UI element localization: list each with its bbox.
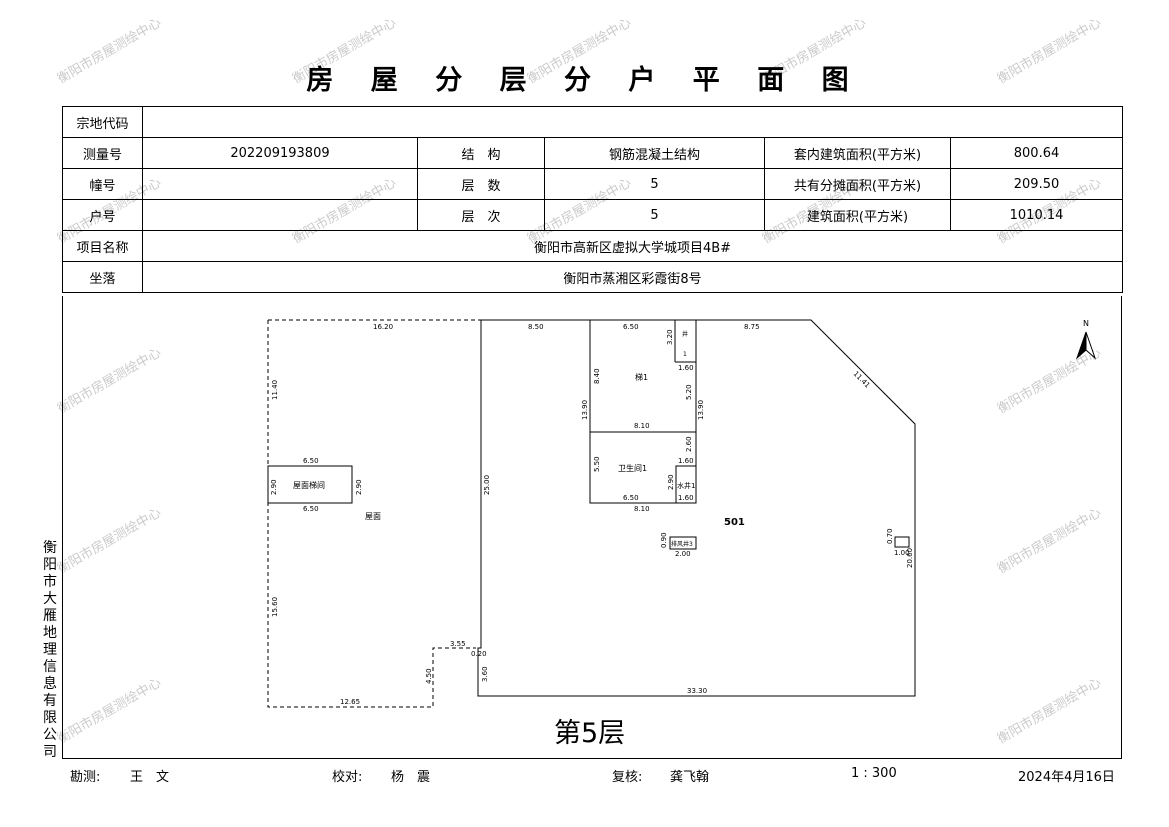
scale-label: 1 : 300	[851, 766, 897, 781]
table-row: 坐落 衡阳市蒸湘区彩霞街8号	[62, 261, 1124, 293]
unit-no-label: 户号	[62, 199, 143, 231]
room-label: 井	[682, 330, 688, 338]
location-label: 坐落	[62, 261, 143, 293]
page-title: 房 屋 分 层 分 户 平 面 图	[306, 65, 863, 96]
building-no-label: 幢号	[62, 168, 143, 200]
info-table: 宗地代码 测量号 202209193809 结 构 钢筋混凝土结构 套内建筑面积…	[62, 106, 1124, 293]
dim-label: 25.00	[483, 475, 491, 495]
dim-label: 2.90	[355, 479, 363, 495]
floor-label: 第5层	[554, 718, 625, 749]
table-row: 测量号 202209193809 结 构 钢筋混凝土结构 套内建筑面积(平方米)…	[62, 137, 1124, 169]
building-area-value: 1010.14	[949, 199, 1124, 231]
dim-label: 8.75	[744, 323, 760, 331]
dim-label: 3.20	[666, 329, 674, 345]
room-label: 屋面	[365, 512, 381, 521]
dim-label: 8.10	[634, 505, 650, 513]
dim-label: 1.00	[894, 549, 910, 557]
dim-label: 2.60	[685, 436, 693, 452]
parcel-code-label: 宗地代码	[62, 106, 143, 138]
building-outline	[477, 319, 916, 697]
floors-value: 5	[544, 168, 765, 200]
dim-label: 0.20	[471, 650, 487, 658]
shared-area-label: 共有分摊面积(平方米)	[764, 168, 951, 200]
unit-label: 501	[724, 517, 745, 528]
room-label: 1	[683, 351, 687, 358]
dim-label: 15.60	[271, 597, 279, 617]
room-label: 梯1	[635, 372, 648, 382]
dim-label: 0.90	[660, 532, 668, 548]
structure-label: 结 构	[417, 137, 545, 169]
dim-label: 13.90	[581, 400, 589, 420]
inner-area-label: 套内建筑面积(平方米)	[764, 137, 951, 169]
table-row: 宗地代码	[62, 106, 1124, 138]
room-label: 屋面梯间	[293, 480, 325, 490]
building-area-label: 建筑面积(平方米)	[764, 199, 951, 231]
dim-label: 13.90	[697, 400, 705, 420]
parcel-code-value	[141, 106, 1124, 138]
dim-label: 2.90	[667, 474, 675, 490]
room-label: 水井1	[677, 481, 695, 490]
unit-no-value	[142, 199, 418, 231]
company-vertical-label: 衡阳市大雁地理信息有限公司	[43, 540, 57, 760]
dim-label: 11.40	[271, 380, 279, 400]
floor-level-label: 层 次	[417, 199, 545, 231]
dim-label: 1.60	[678, 364, 694, 372]
dim-label: 5.50	[593, 456, 601, 472]
dim-label: 11.41	[852, 370, 872, 390]
dim-label: 8.10	[634, 422, 650, 430]
surveyor-label: 勘测:	[70, 770, 101, 785]
dim-label: 16.20	[373, 323, 393, 331]
survey-no-label: 测量号	[62, 137, 143, 169]
dim-label: 8.40	[593, 368, 601, 384]
project-name-label: 项目名称	[62, 230, 143, 262]
dim-label: 2.00	[675, 550, 691, 558]
floor-level-value: 5	[544, 199, 765, 231]
dim-label: 6.50	[623, 323, 639, 331]
roof-stair-room	[267, 465, 353, 504]
floor-plan: 16.20 8.50 6.50 8.75 11.40 6.50 6.50 2.9…	[267, 319, 1097, 749]
floors-label: 层 数	[417, 168, 545, 200]
dim-label: 4.50	[425, 668, 433, 684]
structure-value: 钢筋混凝土结构	[544, 137, 765, 169]
dim-label: 33.30	[687, 687, 707, 695]
reviewer-label: 复核:	[612, 770, 643, 785]
dim-label: 1.60	[678, 457, 694, 465]
dim-label: 3.55	[450, 640, 466, 648]
roof-outline	[267, 319, 481, 708]
room-label: 排风井3	[671, 540, 693, 548]
checker-label: 校对:	[332, 770, 363, 785]
location-value: 衡阳市蒸湘区彩霞街8号	[141, 261, 1124, 293]
surveyor-name: 王 文	[130, 770, 170, 785]
survey-no-value: 202209193809	[142, 137, 418, 169]
dim-label: 3.60	[481, 666, 489, 682]
dim-label: 0.70	[886, 528, 894, 544]
table-row: 幢号 层 数 5 共有分摊面积(平方米) 209.50	[62, 168, 1124, 200]
small-shaft	[894, 536, 910, 548]
north-label: N	[1083, 319, 1089, 328]
dim-label: 1.60	[678, 494, 694, 502]
dim-label: 2.90	[270, 479, 278, 495]
shared-area-value: 209.50	[949, 168, 1124, 200]
table-row: 户号 层 次 5 建筑面积(平方米) 1010.14	[62, 199, 1124, 231]
project-name-value: 衡阳市高新区虚拟大学城项目4B#	[141, 230, 1124, 262]
dim-label: 8.50	[528, 323, 544, 331]
wind-shaft-room	[669, 536, 697, 550]
room-label: 卫生间1	[618, 463, 647, 473]
dim-label: 6.50	[623, 494, 639, 502]
inner-area-value: 800.64	[949, 137, 1124, 169]
table-row: 项目名称 衡阳市高新区虚拟大学城项目4B#	[62, 230, 1124, 262]
reviewer-name: 龚飞翰	[670, 770, 710, 785]
dim-label: 20.60	[906, 548, 914, 568]
dim-label: 5.20	[685, 384, 693, 400]
floor-plan-area: 16.20 8.50 6.50 8.75 11.40 6.50 6.50 2.9…	[62, 296, 1122, 759]
dim-label: 6.50	[303, 505, 319, 513]
date-label: 2024年4月16日	[1018, 770, 1115, 785]
north-arrow-icon	[1075, 331, 1087, 360]
checker-name: 杨 震	[391, 770, 431, 785]
dim-label: 12.65	[340, 698, 360, 706]
dim-label: 6.50	[303, 457, 319, 465]
building-no-value	[142, 168, 418, 200]
water-shaft-room	[675, 465, 697, 504]
